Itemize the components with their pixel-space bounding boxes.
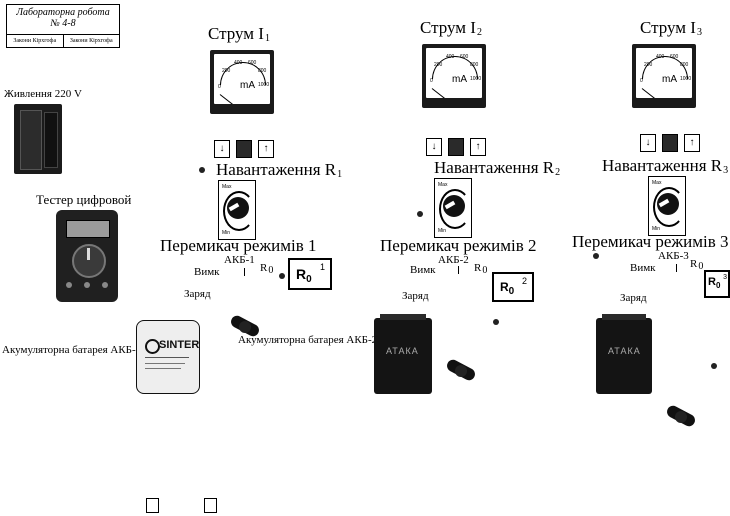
ammeter-1: 0 200 400 600 800 1000 mA [210, 50, 274, 114]
mode-tick [244, 268, 245, 276]
r0-box-2[interactable]: R0 2 [492, 272, 534, 302]
toggle-switch-3[interactable]: ↓ ↑ [640, 134, 700, 152]
power-label: Живлення 220 V [4, 88, 82, 100]
load-1-label: Навантаження R1 [216, 160, 343, 180]
checkbox-2[interactable] [204, 498, 217, 513]
pot-knob-icon[interactable] [657, 193, 679, 215]
current-3-label: Струм I3 [640, 18, 702, 38]
mode-3-off: Вимк [630, 262, 656, 274]
potentiometer-r1[interactable]: Max Min [218, 180, 256, 240]
lab-topic-left: Закони Кірхгофа [7, 35, 64, 47]
current-1-label: Струм I1 [208, 24, 270, 44]
mode-selector-knob-3[interactable] [666, 406, 696, 428]
lab-number: № 4-8 [50, 18, 76, 29]
load-2-label: Навантаження R2 [434, 158, 561, 178]
lamp-icon [708, 360, 720, 372]
mode-switch-2-label: Перемикач режимів 2 [380, 236, 537, 255]
tester-display [66, 220, 110, 238]
arrow-down-icon[interactable]: ↓ [214, 140, 230, 158]
lab-title-card: Лабораторна робота № 4-8 Закони Кірхгофа… [6, 4, 120, 48]
arrow-down-icon[interactable]: ↓ [426, 138, 442, 156]
switch-center-3[interactable] [662, 134, 678, 152]
mode-tick [676, 264, 677, 272]
pot-knob-icon[interactable] [443, 195, 465, 217]
mode-switch-3-label: Перемикач режимів 3 [572, 232, 729, 251]
mode-2-r0: R0 [474, 262, 488, 276]
potentiometer-r3[interactable]: Max Min [648, 176, 686, 236]
r0-box-1[interactable]: R0 1 [288, 258, 332, 290]
battery-akb-2[interactable]: АТАКА [374, 314, 432, 394]
r0-box-3[interactable]: R0 3 [704, 270, 730, 298]
lamp-icon [196, 164, 208, 176]
pot-knob-icon[interactable] [227, 197, 249, 219]
mode-tick [458, 266, 459, 274]
tester-dial[interactable] [72, 244, 106, 278]
battery-akb-3[interactable]: АТАКА [596, 314, 652, 394]
mode-switch-1-label: Перемикач режимів 1 [160, 236, 317, 255]
mode-2-off: Вимк [410, 264, 436, 276]
ammeter-3: 0 200 400 600 800 1000 mA [632, 44, 696, 108]
lamp-icon [490, 316, 502, 328]
battery-2-brand: АТАКА [386, 346, 419, 356]
mode-selector-knob-2[interactable] [446, 360, 476, 382]
mode-3-charge: Заряд [620, 292, 647, 304]
battery-akb-1[interactable]: SINTER [136, 320, 200, 394]
lamp-icon [590, 250, 602, 262]
power-switch-panel[interactable] [14, 104, 62, 174]
mode-2-akb: АКБ-2 [438, 254, 469, 266]
lab-title: Лабораторна робота [16, 7, 110, 18]
toggle-switch-2[interactable]: ↓ ↑ [426, 138, 486, 156]
digital-tester[interactable] [56, 210, 118, 302]
battery-1-brand: SINTER [159, 339, 200, 351]
tester-jacks[interactable] [66, 282, 108, 288]
ammeter-2: 0 200 400 600 800 1000 mA [422, 44, 486, 108]
switch-center-2[interactable] [448, 138, 464, 156]
arrow-up-icon[interactable]: ↑ [470, 138, 486, 156]
arrow-down-icon[interactable]: ↓ [640, 134, 656, 152]
checkbox-1[interactable] [146, 498, 159, 513]
current-2-label: Струм I2 [420, 18, 482, 38]
mode-1-charge: Заряд [184, 288, 211, 300]
mode-1-akb: АКБ-1 [224, 254, 255, 266]
mode-2-charge: Заряд [402, 290, 429, 302]
mode-selector-knob-1[interactable] [230, 316, 260, 338]
battery-1-label: Акумуляторна батарея АКБ-1 [2, 344, 142, 356]
battery-2-label: Акумуляторна батарея АКБ-2 [238, 334, 378, 346]
arrow-up-icon[interactable]: ↑ [684, 134, 700, 152]
toggle-switch-1[interactable]: ↓ ↑ [214, 140, 274, 158]
mode-1-r0: R0 [260, 262, 274, 276]
switch-center-1[interactable] [236, 140, 252, 158]
lamp-icon [276, 270, 288, 282]
battery-3-brand: АТАКА [608, 346, 641, 356]
sinter-logo-icon [145, 339, 160, 354]
arrow-up-icon[interactable]: ↑ [258, 140, 274, 158]
potentiometer-r2[interactable]: Max Min [434, 178, 472, 238]
lamp-icon [414, 208, 426, 220]
mode-1-off: Вимк [194, 266, 220, 278]
lab-title-row: Закони Кірхгофа Закони Кірхгофа [7, 34, 119, 47]
lab-topic-right: Закони Кірхгофа [69, 38, 113, 44]
mode-3-akb: АКБ-3 [658, 250, 689, 262]
load-3-label: Навантаження R3 [602, 156, 729, 176]
mode-3-r0: R0 [690, 258, 704, 272]
tester-label: Тестер цифровой [36, 192, 132, 207]
